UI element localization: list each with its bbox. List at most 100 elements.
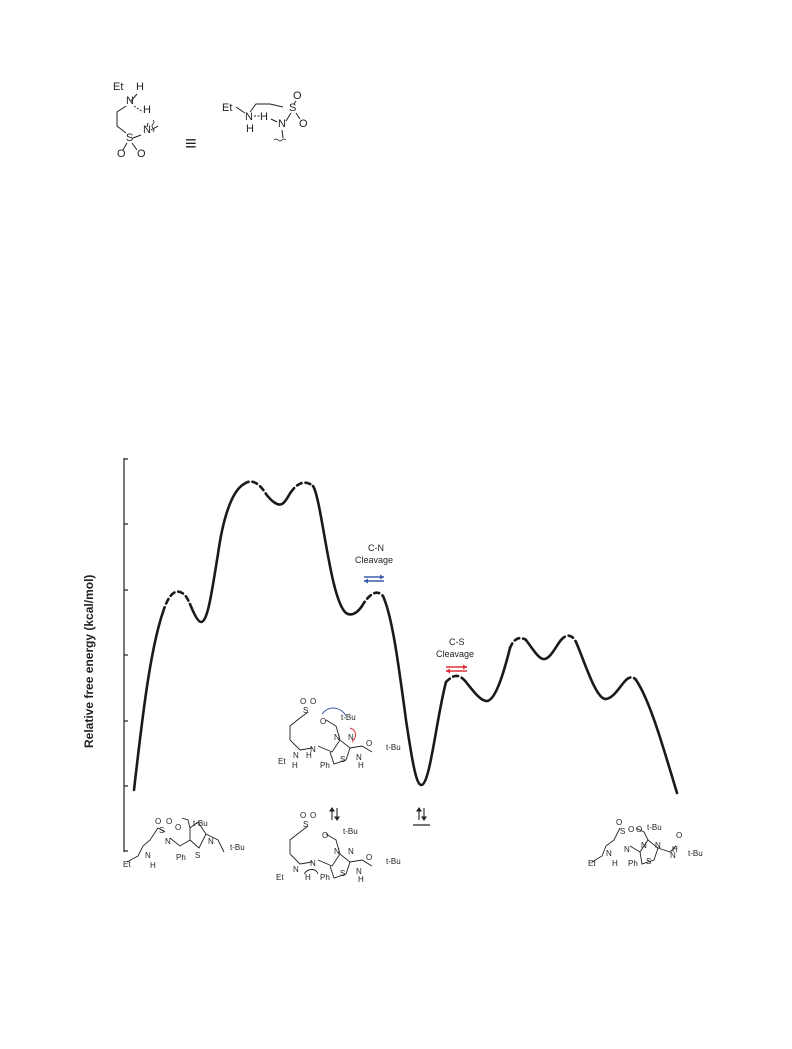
n-label: N <box>293 751 299 760</box>
et-label: Et <box>278 757 286 766</box>
h-label: H <box>672 845 678 854</box>
nh-bond <box>130 93 138 102</box>
equilibrium-arrow-right <box>413 807 430 826</box>
n-label: N <box>606 849 612 858</box>
structure-product: Et N H S O O N O t-Bu N N Ph S N H O t-B… <box>588 818 703 868</box>
n-label: N <box>356 753 362 762</box>
s-label: S <box>303 820 308 829</box>
ph-label: Ph <box>320 761 330 770</box>
o-label: O <box>628 825 634 834</box>
wavy-bond <box>151 119 155 133</box>
o-label: O <box>310 811 316 820</box>
h-label: H <box>306 751 312 760</box>
structure-intermediate-lower: S O O N O t-Bu N N Et N H Ph S N H O t-B… <box>276 811 401 884</box>
curve-segment-dashed <box>242 480 268 496</box>
hbond-dashed <box>133 105 144 113</box>
arrowhead <box>364 578 368 584</box>
curve-segment <box>524 638 563 661</box>
y-axis-label: Relative free energy (kcal/mol) <box>82 575 96 748</box>
h-label: H <box>150 861 156 870</box>
sn-bond <box>132 134 142 139</box>
t-bu-label: t-Bu <box>230 843 245 852</box>
h-label: H <box>136 81 144 93</box>
cs-cleavage-annotation: C-S Cleavage <box>436 637 474 674</box>
curve-segment <box>264 490 293 506</box>
o-label: O <box>322 831 328 840</box>
n-label: N <box>641 841 647 850</box>
o-label: O <box>300 697 306 706</box>
o-label: O <box>293 90 302 102</box>
s-o-bond <box>293 100 297 105</box>
h-label: H <box>260 111 268 123</box>
n-label: N <box>670 851 676 860</box>
arrowhead <box>463 664 467 670</box>
ring-bonds <box>116 105 127 134</box>
n-label: N <box>356 867 362 876</box>
curve-segment-dashed <box>161 590 192 614</box>
n-label: N <box>348 847 354 856</box>
cn-label: C-N <box>368 543 384 553</box>
s-o-bond <box>295 112 301 120</box>
top-right-structure: Et N H H S O O N <box>222 90 308 142</box>
curve-segment-dashed <box>444 674 468 684</box>
structure-start: Et N H S O O N O t-Bu Ph S N t-Bu <box>123 817 245 870</box>
chain-bonds <box>249 103 284 113</box>
et-label: Et <box>113 81 123 93</box>
n-substituent <box>281 129 284 139</box>
n-label: N <box>208 837 214 846</box>
n-label: N <box>165 837 171 846</box>
n-label: N <box>143 124 151 136</box>
h-n-bond <box>270 118 278 123</box>
equivalence-sign: ≡ <box>185 133 197 155</box>
curve-segment-dashed <box>624 676 638 682</box>
o-label: O <box>320 717 326 726</box>
o-label: O <box>616 818 622 827</box>
equilibrium-arrow-left <box>328 807 341 821</box>
n-label: N <box>348 733 354 742</box>
o-label: O <box>366 853 372 862</box>
h-label: H <box>305 873 311 882</box>
ph-label: Ph <box>320 873 330 882</box>
curve-segment <box>132 610 165 792</box>
n-label: N <box>655 841 661 850</box>
n-label: N <box>126 95 134 107</box>
n-label: N <box>334 733 340 742</box>
s-label: S <box>195 851 200 860</box>
s-label: S <box>159 826 164 835</box>
h-label: H <box>246 123 254 135</box>
o-label: O <box>636 825 642 834</box>
curve-segment-dashed <box>289 481 315 494</box>
so-bond <box>122 142 128 151</box>
o-label: O <box>300 811 306 820</box>
h-label: H <box>358 761 364 770</box>
n-label: N <box>278 118 286 130</box>
o-label: O <box>310 697 316 706</box>
s-label: S <box>340 755 345 764</box>
curve-segment <box>311 484 364 616</box>
y-axis <box>123 458 128 852</box>
et-n-bond <box>235 106 246 114</box>
o-label: O <box>366 739 372 748</box>
top-left-structure: Et H N H N S O O <box>113 81 159 160</box>
o-label: O <box>299 118 308 130</box>
n-label: N <box>624 845 630 854</box>
n-label: N <box>310 859 316 868</box>
et-label: Et <box>222 102 232 114</box>
n-s-bond <box>285 112 292 122</box>
n-label: N <box>334 847 340 856</box>
ph-label: Ph <box>628 859 638 868</box>
o-label: O <box>166 817 172 826</box>
curve-segment-dashed <box>508 636 528 650</box>
h-label: H <box>143 104 151 116</box>
h-label: H <box>612 859 618 868</box>
h-label: H <box>358 875 364 884</box>
h-label: H <box>292 761 298 770</box>
n-label: N <box>293 865 299 874</box>
et-label: Et <box>276 873 284 882</box>
s-label: S <box>126 132 133 144</box>
energy-profile <box>132 480 679 795</box>
t-bu-label: t-Bu <box>688 849 703 858</box>
structure-intermediate-upper: S O O N O t-Bu N N Et N H H Ph S N H O t… <box>278 697 401 770</box>
ph-label: Ph <box>176 853 186 862</box>
